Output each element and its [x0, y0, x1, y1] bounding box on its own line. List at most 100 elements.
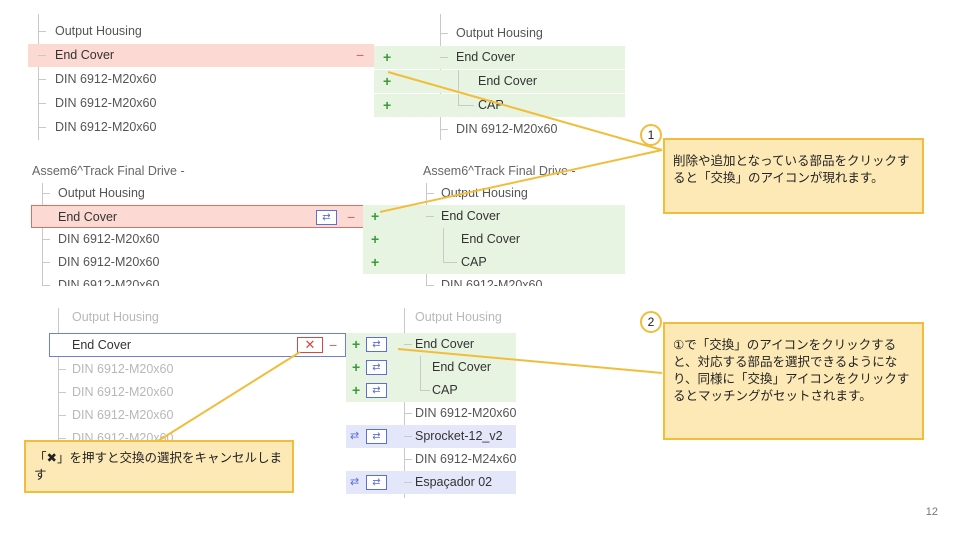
row-label: End Cover [58, 210, 118, 224]
right-row-cap[interactable]: + CAP [374, 94, 625, 117]
plus-icon: + [383, 73, 392, 89]
plus-icon: + [383, 97, 392, 113]
right-row-output-housing[interactable]: Output Housing [374, 22, 625, 45]
callout-text: 「✖」を押すと交換の選択をキャンセルします [34, 450, 282, 482]
callout-2: ①で「交換」のアイコンをクリックすると、対応する部品を選択できるようになり、同様… [663, 322, 924, 440]
right-row-sprocket-swapped[interactable]: ⇄ ⇄ Sprocket-12_v2 [346, 425, 516, 448]
assembly-title: Assem6^Track Final Drive - [32, 164, 185, 178]
callout-number-badge: 1 [640, 124, 662, 146]
tree-line [404, 308, 405, 498]
row-label: End Cover [441, 209, 501, 223]
row-label: DIN 6912-M20x60 [441, 278, 543, 286]
left-row-output-housing[interactable]: Output Housing [28, 20, 374, 43]
tree-line [38, 14, 39, 140]
row-label: Output Housing [441, 186, 528, 200]
row-label: CAP [432, 383, 458, 397]
swap-icon: ⇄ [350, 430, 360, 442]
row-label: CAP [461, 255, 487, 269]
swap-icon: ⇄ [350, 476, 360, 488]
row-label: DIN 6912-M20x60 [55, 72, 157, 86]
callout-text: ①で「交換」のアイコンをクリックすると、対応する部品を選択できるようになり、同様… [673, 337, 910, 403]
right-row-output-housing[interactable]: Output Housing [346, 310, 516, 324]
assembly-title: Assem6^Track Final Drive - [423, 164, 576, 178]
right-row-end-cover-added[interactable]: + End Cover [363, 205, 625, 228]
row-label: DIN 6912-M20x60 [415, 406, 516, 420]
swap-button[interactable]: ⇄ [366, 383, 387, 398]
left-row-output-housing[interactable]: Output Housing [46, 310, 346, 324]
callout-1: 削除や追加となっている部品をクリックすると「交換」のアイコンが現れます。 [663, 138, 924, 214]
left-row-din[interactable]: DIN 6912-M20x60 [46, 358, 346, 381]
left-row-din[interactable]: DIN 6912-M20x60 [28, 274, 374, 286]
left-row-output-housing[interactable]: Output Housing [28, 182, 374, 205]
row-label: End Cover [461, 232, 521, 246]
row-label: DIN 6912-M20x60 [72, 385, 174, 399]
row-label: DIN 6912-M20x60 [72, 362, 174, 376]
left-row-din[interactable]: DIN 6912-M20x60 [46, 381, 346, 404]
minus-icon: − [356, 47, 365, 63]
right-row-din[interactable]: DIN 6912-M24x60 [346, 448, 516, 471]
right-row-espacador-swapped[interactable]: ⇄ ⇄ Espaçador 02 [346, 471, 516, 494]
row-label: Output Housing [55, 24, 142, 38]
plus-icon: + [352, 382, 361, 398]
left-row-end-cover-selected[interactable]: End Cover ✕ − [49, 333, 346, 357]
callout-text: 削除や追加となっている部品をクリックすると「交換」のアイコンが現れます。 [673, 153, 910, 185]
right-row-din[interactable]: DIN 6912-M20x60 [363, 274, 625, 286]
right-row-end-cover-added[interactable]: + End Cover [374, 46, 625, 69]
left-row-end-cover-selected[interactable]: End Cover ⇄ − [31, 205, 374, 228]
right-row-din[interactable]: DIN 6912-M20x60 [346, 402, 516, 425]
left-row-din[interactable]: DIN 6912-M20x60 [28, 228, 374, 251]
plus-icon: + [371, 254, 380, 270]
swap-button[interactable]: ⇄ [366, 360, 387, 375]
plus-icon: + [352, 336, 361, 352]
callout-3: 「✖」を押すと交換の選択をキャンセルします [24, 440, 294, 493]
compare-panel-1: Output Housing End Cover − DIN 6912-M20x… [28, 14, 625, 144]
minus-icon: − [347, 209, 356, 225]
right-header: Assem6^Track Final Drive - [363, 160, 625, 183]
right-row-end-cover-added[interactable]: + ⇄ End Cover [346, 333, 516, 356]
right-row-end-cover-child[interactable]: + ⇄ End Cover [346, 356, 516, 379]
row-label: DIN 6912-M20x60 [58, 232, 160, 246]
left-row-din[interactable]: DIN 6912-M20x60 [28, 116, 374, 139]
left-header: Assem6^Track Final Drive - [28, 160, 363, 183]
left-row-din[interactable]: DIN 6912-M20x60 [28, 92, 374, 115]
row-label: DIN 6912-M24x60 [415, 452, 516, 466]
row-label: DIN 6912-M20x60 [58, 255, 160, 269]
row-label: CAP [478, 98, 504, 112]
callout-number-badge: 2 [640, 311, 662, 333]
right-row-end-cover-child[interactable]: + End Cover [374, 70, 625, 93]
row-label: DIN 6912-M20x60 [58, 278, 160, 286]
left-row-din[interactable]: DIN 6912-M20x60 [28, 68, 374, 91]
cancel-swap-button[interactable]: ✕ [297, 337, 323, 353]
row-label: End Cover [415, 337, 475, 351]
row-label: End Cover [55, 48, 115, 62]
right-row-cap[interactable]: + ⇄ CAP [346, 379, 516, 402]
swap-button[interactable]: ⇄ [366, 429, 387, 444]
right-row-output-housing[interactable]: Output Housing [363, 182, 625, 205]
right-row-cap[interactable]: + CAP [363, 251, 625, 274]
swap-button[interactable]: ⇄ [366, 337, 387, 352]
row-label: DIN 6912-M20x60 [55, 120, 157, 134]
row-label: Output Housing [456, 26, 543, 40]
row-label: End Cover [478, 74, 538, 88]
swap-button[interactable]: ⇄ [366, 475, 387, 490]
plus-icon: + [383, 49, 392, 65]
row-label: Espaçador 02 [415, 475, 493, 489]
swap-button[interactable]: ⇄ [316, 210, 337, 225]
row-label: Output Housing [72, 310, 159, 324]
minus-icon: − [329, 337, 338, 353]
tree-line [42, 183, 43, 286]
row-label: Sprocket-12_v2 [415, 429, 503, 443]
left-row-end-cover-removed[interactable]: End Cover − [28, 44, 374, 67]
left-row-din[interactable]: DIN 6912-M20x60 [28, 251, 374, 274]
row-label: Output Housing [58, 186, 145, 200]
right-row-din[interactable]: DIN 6912-M20x60 [374, 118, 625, 141]
row-label: Output Housing [415, 310, 502, 324]
row-label: DIN 6912-M20x60 [55, 96, 157, 110]
left-row-din[interactable]: DIN 6912-M20x60 [46, 404, 346, 427]
compare-panel-2: Assem6^Track Final Drive - Assem6^Track … [28, 158, 625, 286]
right-row-end-cover-child[interactable]: + End Cover [363, 228, 625, 251]
row-label: DIN 6912-M20x60 [456, 122, 558, 136]
row-label: DIN 6912-M20x60 [72, 408, 174, 422]
row-label: End Cover [432, 360, 492, 374]
